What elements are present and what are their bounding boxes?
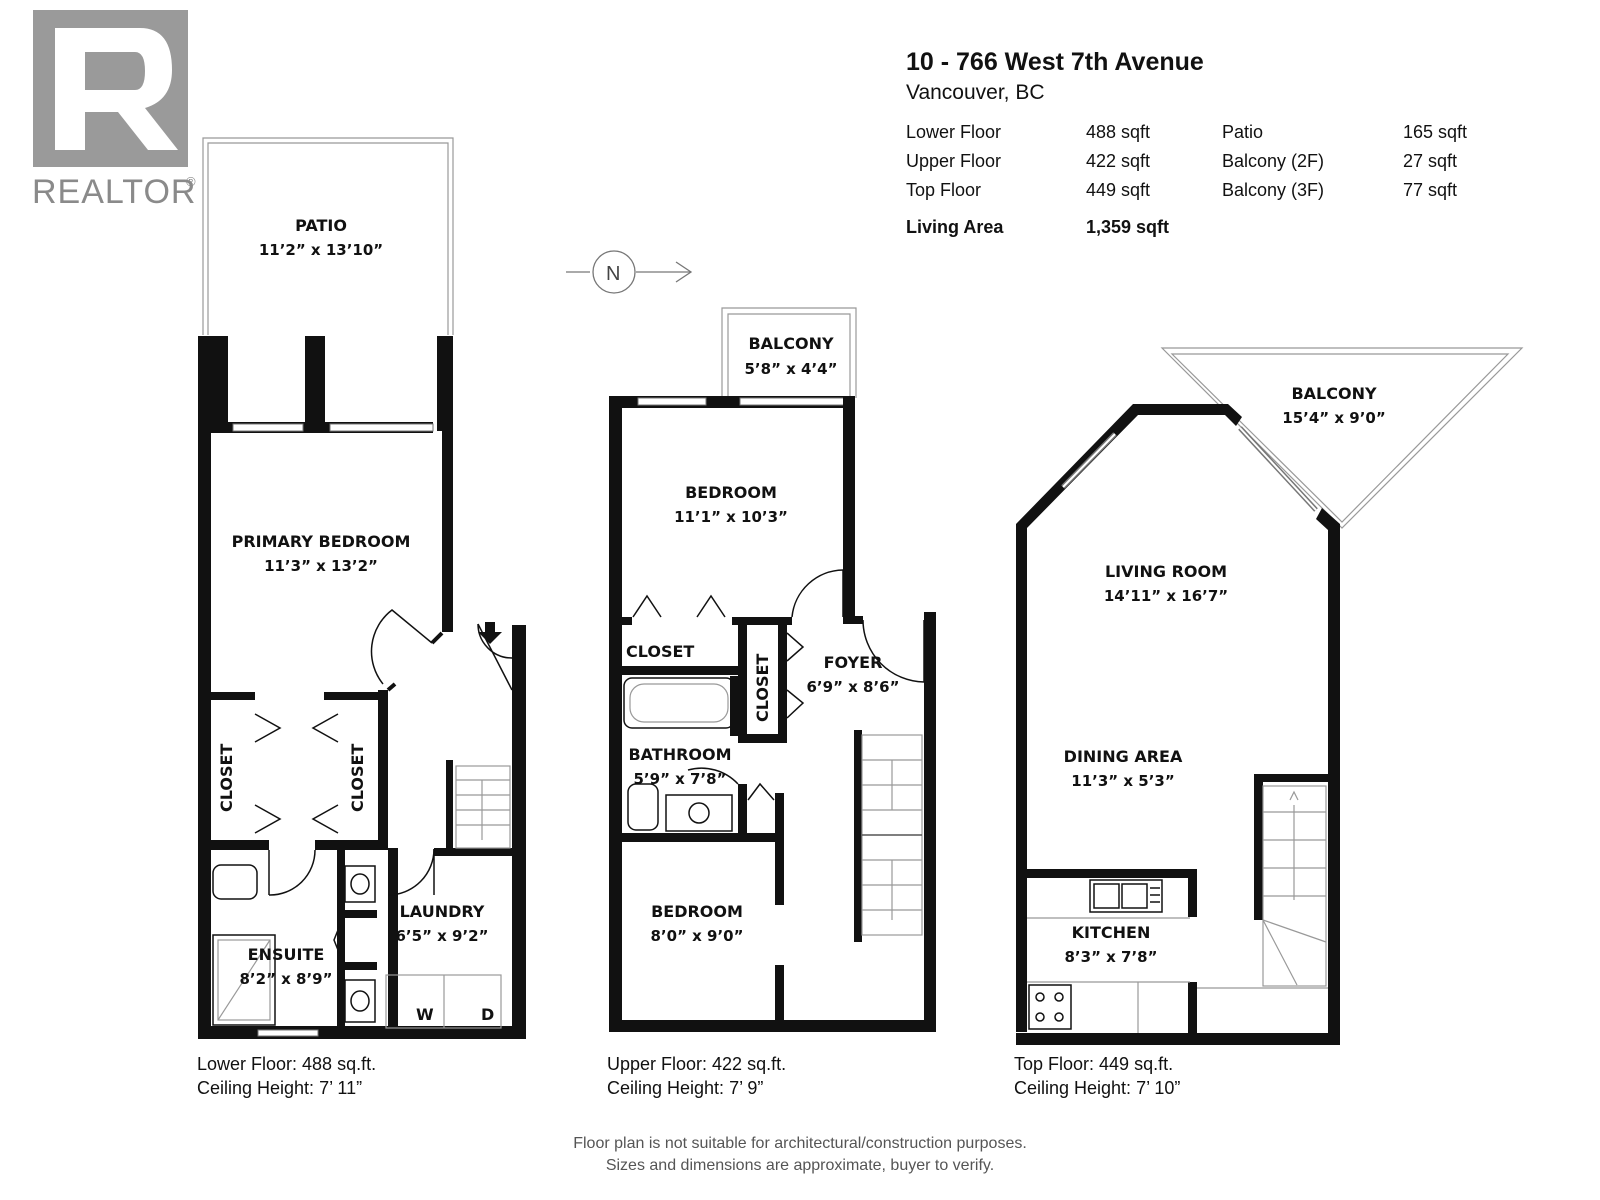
stairs <box>1262 785 1327 987</box>
property-city: Vancouver, BC <box>906 81 1045 104</box>
north-compass-icon: N <box>566 250 693 294</box>
stairs <box>455 765 511 849</box>
outdoor-label: Patio <box>1222 122 1263 142</box>
room-dimensions: 6’9” x 8’6” <box>807 678 900 696</box>
area-value: 488 sqft <box>1086 122 1150 142</box>
registered-mark: ® <box>186 174 196 189</box>
room-label: BEDROOM <box>651 902 743 921</box>
room-label: LIVING ROOM <box>1105 562 1227 581</box>
room-dimensions: 11’3” x 13’2” <box>264 557 378 575</box>
room-label: ENSUITE <box>248 945 325 964</box>
area-label: Lower Floor <box>906 122 1001 142</box>
room-dimensions: 8’3” x 7’8” <box>1065 948 1158 966</box>
ceiling-height-caption: Ceiling Height: 7’ 10” <box>1014 1078 1180 1098</box>
room-label: PRIMARY BEDROOM <box>232 532 411 551</box>
sink-icon <box>344 979 376 1023</box>
outdoor-label: Balcony (2F) <box>1222 151 1324 171</box>
room-label: FOYER <box>824 653 883 672</box>
area-label: Top Floor <box>906 180 981 200</box>
closet-label: CLOSET <box>753 654 772 722</box>
area-label: Upper Floor <box>906 151 1001 171</box>
top-floor-plan <box>1016 347 1524 1045</box>
room-dimensions: 8’2” x 8’9” <box>240 970 333 988</box>
compass-label: N <box>606 263 620 285</box>
balcony-outline <box>721 307 857 398</box>
disclaimer-line: Sizes and dimensions are approximate, bu… <box>606 1157 994 1174</box>
shower-icon <box>212 934 276 1026</box>
bathtub-icon <box>623 677 735 729</box>
patio-outline <box>202 137 454 335</box>
room-label: BALCONY <box>1291 384 1377 403</box>
room-dimensions: 5’9” x 7’8” <box>634 770 727 788</box>
room-label: LAUNDRY <box>400 902 485 921</box>
sink-icon <box>665 794 733 832</box>
room-label: BALCONY <box>748 334 834 353</box>
outdoor-value: 77 sqft <box>1403 180 1457 200</box>
room-label: BATHROOM <box>628 745 731 764</box>
ceiling-height-caption: Ceiling Height: 7’ 9” <box>607 1078 763 1098</box>
upper-floor-plan: CLOSET CLOSET <box>609 307 936 1032</box>
room-dimensions: 11’2” x 13’10” <box>259 241 383 259</box>
room-dimensions: 11’1” x 10’3” <box>674 508 788 526</box>
outdoor-label: Balcony (3F) <box>1222 180 1324 200</box>
floor-area-caption: Upper Floor: 422 sq.ft. <box>607 1054 786 1074</box>
realtor-logo: REALTOR ® <box>32 10 196 211</box>
sink-icon <box>344 865 376 903</box>
closet-label: CLOSET <box>348 744 367 812</box>
outdoor-value: 27 sqft <box>1403 151 1457 171</box>
room-dimensions: 14’11” x 16’7” <box>1104 587 1228 605</box>
living-area-label: Living Area <box>906 217 1004 237</box>
room-dimensions: 11’3” x 5’3” <box>1071 772 1174 790</box>
property-header: 10 - 766 West 7th Avenue Vancouver, BC L… <box>906 48 1467 237</box>
stove-icon <box>1028 984 1072 1030</box>
lower-floor-plan: CLOSET CLOSET W D <box>198 137 526 1039</box>
washer-label: W <box>416 1005 434 1024</box>
property-address: 10 - 766 West 7th Avenue <box>906 48 1204 76</box>
toilet-icon <box>627 783 659 831</box>
ceiling-height-caption: Ceiling Height: 7’ 11” <box>197 1078 362 1098</box>
kitchen-sink-icon <box>1089 879 1163 913</box>
realtor-wordmark: REALTOR <box>32 173 196 211</box>
dryer-label: D <box>481 1005 494 1024</box>
area-value: 449 sqft <box>1086 180 1150 200</box>
closet-label: CLOSET <box>626 642 694 661</box>
room-dimensions: 15’4” x 9’0” <box>1282 409 1385 427</box>
area-value: 422 sqft <box>1086 151 1150 171</box>
room-label: PATIO <box>295 216 347 235</box>
floor-area-caption: Top Floor: 449 sq.ft. <box>1014 1054 1173 1074</box>
room-label: DINING AREA <box>1064 747 1183 766</box>
floor-area-caption: Lower Floor: 488 sq.ft. <box>197 1054 376 1074</box>
balcony-outline <box>1160 347 1524 529</box>
closet-label: CLOSET <box>217 744 236 812</box>
room-dimensions: 5’8” x 4’4” <box>745 360 838 378</box>
room-dimensions: 8’0” x 9’0” <box>651 927 744 945</box>
disclaimer-line: Floor plan is not suitable for architect… <box>573 1135 1027 1152</box>
toilet-icon <box>212 864 258 900</box>
room-dimensions: 6’5” x 9’2” <box>396 927 489 945</box>
living-area-value: 1,359 sqft <box>1086 217 1169 237</box>
room-label: BEDROOM <box>685 483 777 502</box>
room-label: KITCHEN <box>1072 923 1151 942</box>
outdoor-value: 165 sqft <box>1403 122 1467 142</box>
